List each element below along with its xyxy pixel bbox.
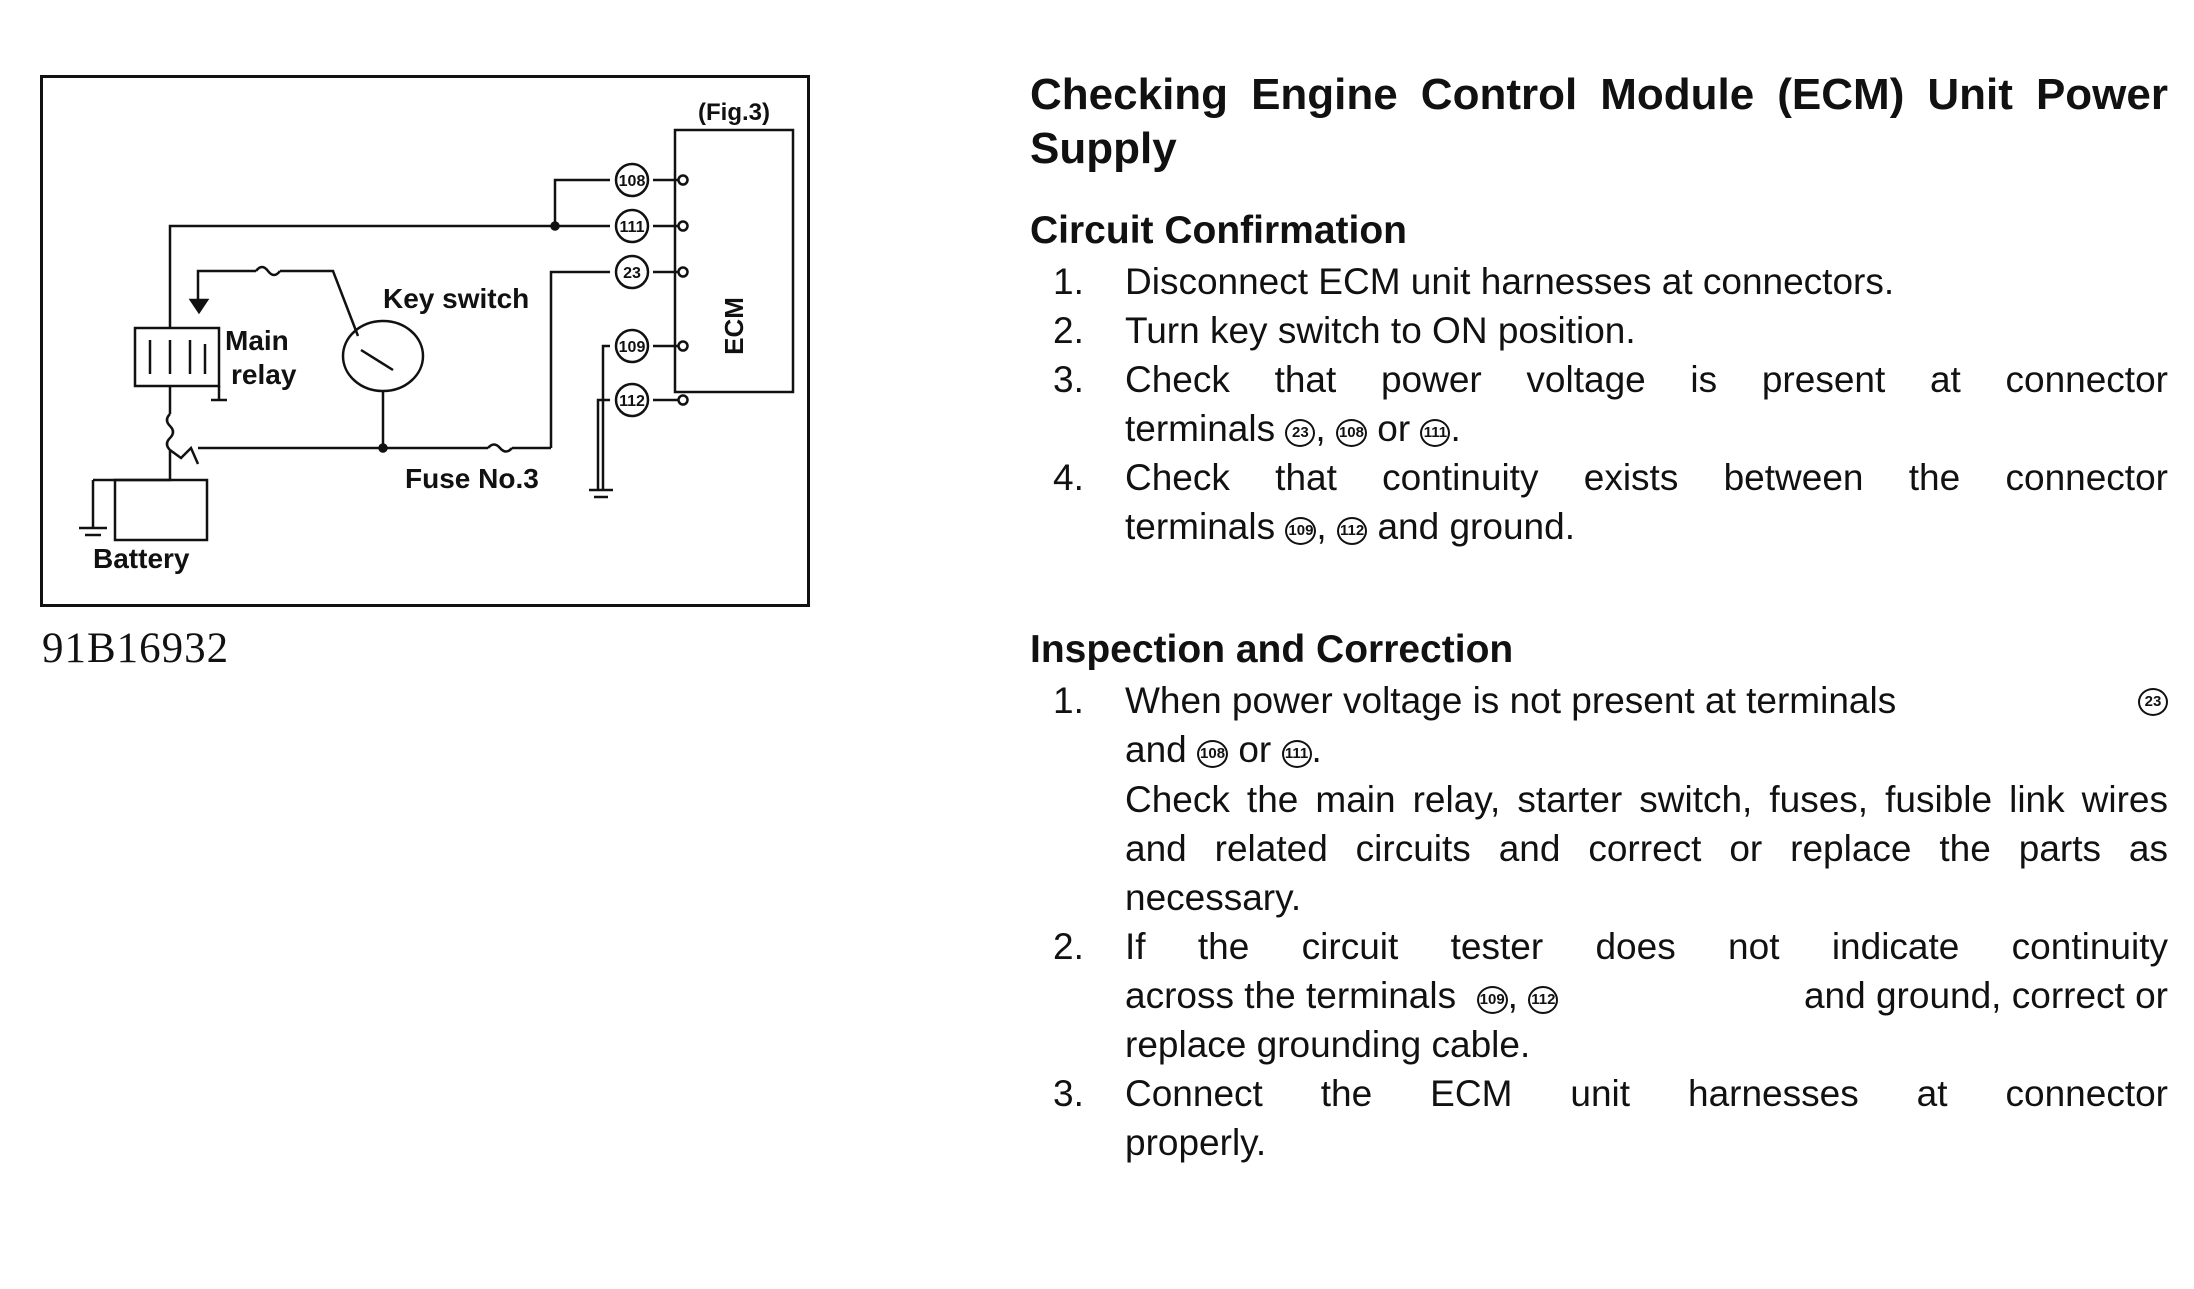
inspection-correction-steps: 1. When power voltage is not present at … xyxy=(1030,676,2168,1167)
terminal-ref: 108 xyxy=(1197,740,1229,768)
wiring-diagram: 108 111 23 109 112 (Fig.3) ECM Key xyxy=(79,99,795,574)
terminal-ref: 23 xyxy=(2138,688,2168,716)
circuit-confirmation-steps: 1. Disconnect ECM unit harnesses at conn… xyxy=(1030,257,2168,551)
terminal-ref: 109 xyxy=(1285,517,1317,545)
terminal-ref: 111 xyxy=(1281,740,1312,768)
terminal-111: 111 xyxy=(614,208,650,244)
terminal-ref: 112 xyxy=(1336,517,1368,545)
svg-text:109: 109 xyxy=(619,339,646,356)
terminal-ref: 109 xyxy=(1476,986,1508,1014)
terminal-ref: 111 xyxy=(1420,419,1451,447)
terminal-ref: 23 xyxy=(1285,419,1316,447)
list-item: 2. If the circuit tester does not indica… xyxy=(1053,926,2168,1065)
list-item: 2. Turn key switch to ON position. xyxy=(1053,310,1636,351)
document-body: Checking Engine Control Module (ECM) Uni… xyxy=(1030,68,2168,1167)
list-item: 4. Check that continuity exists between … xyxy=(1053,457,2168,547)
svg-text:111: 111 xyxy=(620,219,645,236)
terminal-23: 23 xyxy=(614,254,650,290)
ecm-box xyxy=(673,128,795,394)
terminal-109: 109 xyxy=(614,328,650,364)
ecm-label: ECM xyxy=(719,297,749,355)
inspection-correction-heading: Inspection and Correction xyxy=(1030,628,1514,671)
figure-label: (Fig.3) xyxy=(698,99,770,126)
svg-text:112: 112 xyxy=(619,393,645,410)
list-item: 1. Disconnect ECM unit harnesses at conn… xyxy=(1053,261,1895,302)
list-item: 1. When power voltage is not present at … xyxy=(1053,680,2168,918)
terminal-ref: 112 xyxy=(1528,986,1559,1014)
page-title: Checking Engine Control Module (ECM) Uni… xyxy=(1030,70,2168,173)
svg-text:23: 23 xyxy=(623,265,641,282)
list-item: 3. Connect the ECM unit harnesses at con… xyxy=(1053,1073,2168,1163)
key-switch-label: Key switch xyxy=(383,283,529,314)
circuit-confirmation-heading: Circuit Confirmation xyxy=(1030,209,1407,252)
main-relay-label-2: relay xyxy=(231,359,297,390)
figure-code: 91B16932 xyxy=(42,625,230,672)
svg-text:108: 108 xyxy=(619,173,646,190)
wiring-diagram-figure: 108 111 23 109 112 (Fig.3) ECM Key xyxy=(40,75,810,607)
terminal-ref: 108 xyxy=(1335,419,1367,447)
fuse-label: Fuse No.3 xyxy=(405,463,539,494)
battery-label: Battery xyxy=(93,543,190,574)
main-relay-label: Main xyxy=(225,325,289,356)
terminal-112: 112 xyxy=(614,382,650,418)
list-item: 3. Check that power voltage is present a… xyxy=(1053,359,2168,449)
terminal-108: 108 xyxy=(614,162,650,198)
